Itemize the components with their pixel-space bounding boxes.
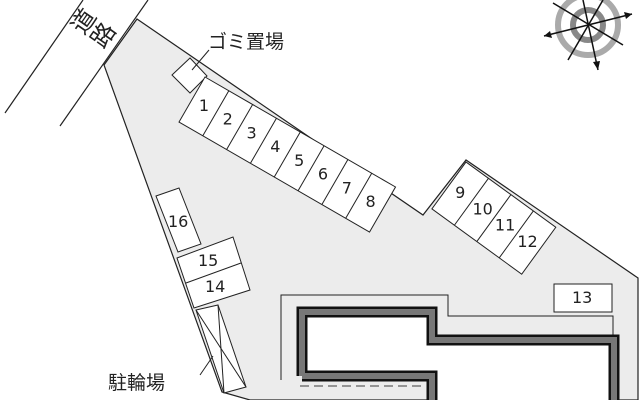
compass-rose-icon [543, 0, 633, 71]
garbage-area-box [171, 57, 208, 94]
parking-space-16[interactable] [155, 187, 202, 253]
parking-space-6[interactable]: 6 [318, 165, 328, 184]
space-label-13: 13 [572, 288, 593, 307]
parking-space-3[interactable]: 3 [246, 123, 256, 142]
space-divider [297, 145, 325, 192]
space-divider [226, 104, 254, 150]
parking-space-8[interactable]: 8 [366, 192, 376, 211]
parking-space-11[interactable]: 11 [495, 216, 515, 235]
space-label-15: 15 [198, 251, 219, 270]
space-label-14: 14 [205, 277, 226, 296]
parking-space-5[interactable]: 5 [294, 151, 304, 170]
parking-space-2[interactable]: 2 [223, 110, 233, 129]
space-divider [185, 262, 242, 284]
building-wall-fill [299, 309, 617, 400]
bicycle-leader-line [199, 355, 214, 376]
space-divider [202, 90, 230, 137]
parking-space-13[interactable] [553, 283, 613, 313]
road-edge [59, 0, 149, 127]
garbage-leader-line [191, 49, 210, 71]
parking-space-9[interactable]: 9 [455, 183, 465, 202]
parking-space-4[interactable]: 4 [270, 137, 280, 156]
garbage-area-label: ゴミ置場 [208, 31, 285, 53]
bicycle-parking-label: 駐輪場 [108, 372, 166, 394]
space-divider [250, 118, 277, 164]
road-edge [4, 0, 84, 114]
space-label-16: 16 [168, 212, 189, 231]
parking-space-7[interactable]: 7 [342, 178, 352, 197]
space-divider [345, 173, 373, 219]
space-divider [453, 178, 489, 226]
parking-space-10[interactable]: 10 [472, 199, 492, 218]
space-divider [273, 131, 301, 178]
building-site-outline [280, 294, 614, 400]
space-divider [476, 194, 512, 242]
building-interior [302, 312, 614, 400]
space-divider [498, 210, 534, 259]
bicycle-area-cross [217, 304, 225, 394]
parking-space-12[interactable]: 12 [517, 232, 537, 251]
space-divider [321, 159, 349, 205]
parking-space-1[interactable]: 1 [199, 96, 209, 115]
